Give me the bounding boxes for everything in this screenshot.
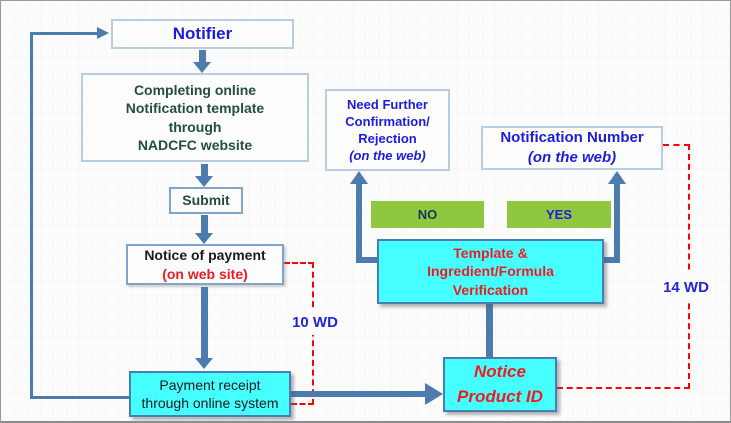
completing-template-box: Completing online Notification template … bbox=[81, 73, 309, 162]
notice-of-payment-note: (on web site) bbox=[162, 265, 248, 282]
dashed-14wd-bottom bbox=[557, 387, 690, 389]
loop-line-vertical bbox=[30, 32, 33, 399]
verification-line-2: Ingredient/Formula bbox=[427, 263, 554, 280]
verification-to-product-id-line bbox=[486, 303, 493, 358]
payment-receipt-box: Payment receipt through online system bbox=[129, 371, 291, 417]
notifier-label: Notifier bbox=[172, 23, 233, 43]
dashed-10wd-bottom bbox=[291, 403, 314, 405]
arrow-notifier-to-completing-shaft bbox=[199, 50, 206, 63]
dashed-14wd-top bbox=[663, 144, 690, 146]
notice-of-payment-title: Notice of payment bbox=[144, 247, 266, 264]
notification-number-box: Notification Number (on the web) bbox=[481, 126, 663, 170]
arrow-payment-to-receipt-shaft bbox=[201, 287, 208, 359]
verification-line-3: Verification bbox=[452, 281, 529, 298]
arrow-submit-to-payment-shaft bbox=[201, 215, 208, 234]
verification-line-1: Template & bbox=[453, 244, 528, 261]
notice-product-id-box: Notice Product ID bbox=[443, 357, 557, 412]
arrow-to-need-further-head-icon bbox=[350, 171, 368, 184]
need-further-line-3: Rejection bbox=[358, 131, 417, 146]
notice-product-id-line-2: Product ID bbox=[457, 386, 543, 406]
need-further-line-1: Need Further bbox=[347, 96, 428, 112]
payment-receipt-line-2: through online system bbox=[141, 395, 279, 411]
notification-number-title: Notification Number bbox=[500, 129, 644, 147]
dashed-10wd-top bbox=[284, 262, 314, 264]
arrow-to-need-further-shaft bbox=[356, 183, 362, 263]
payment-receipt-line-1: Payment receipt bbox=[159, 376, 261, 393]
arrow-completing-to-submit-head-icon bbox=[195, 176, 213, 187]
duration-10wd-text: 10 WD bbox=[292, 313, 338, 331]
submit-label: Submit bbox=[182, 192, 230, 209]
loop-line-bottom bbox=[30, 396, 129, 399]
decision-no-label: NO bbox=[417, 206, 438, 222]
arrow-payment-to-receipt-head-icon bbox=[195, 358, 213, 369]
notice-of-payment-box: Notice of payment (on web site) bbox=[126, 244, 284, 285]
arrow-receipt-to-product-id-head-icon bbox=[425, 383, 443, 405]
duration-14wd-label: 14 WD bbox=[657, 273, 715, 301]
verification-box: Template & Ingredient/Formula Verificati… bbox=[377, 239, 604, 304]
duration-10wd-label: 10 WD bbox=[287, 309, 343, 335]
notice-product-id-line-1: Notice bbox=[474, 361, 526, 381]
verification-right-stub bbox=[602, 257, 620, 263]
arrow-to-notification-number-shaft bbox=[614, 183, 620, 263]
completing-line-4: NADCFC website bbox=[137, 136, 253, 153]
verification-left-stub bbox=[356, 257, 379, 263]
dashed-14wd-vertical bbox=[688, 144, 690, 389]
completing-line-1: Completing online bbox=[133, 81, 257, 98]
need-further-box: Need Further Confirmation/ Rejection (on… bbox=[325, 89, 450, 171]
arrow-into-notifier-icon bbox=[97, 27, 109, 39]
arrow-completing-to-submit-shaft bbox=[201, 164, 208, 177]
loop-line-top bbox=[30, 32, 98, 35]
decision-no-box: NO bbox=[371, 201, 484, 228]
arrow-submit-to-payment-head-icon bbox=[195, 233, 213, 244]
decision-yes-label: YES bbox=[545, 206, 572, 222]
arrow-to-notification-number-head-icon bbox=[608, 171, 626, 184]
arrow-receipt-to-product-id-shaft bbox=[290, 391, 427, 397]
arrow-notifier-to-completing-head-icon bbox=[193, 62, 211, 73]
need-further-line-2: Confirmation/ bbox=[345, 113, 430, 129]
need-further-note: (on the web) bbox=[349, 148, 426, 164]
submit-box: Submit bbox=[169, 187, 243, 214]
completing-line-2: Notification template bbox=[125, 100, 265, 117]
decision-yes-box: YES bbox=[507, 201, 611, 228]
duration-14wd-text: 14 WD bbox=[663, 278, 709, 296]
completing-line-3: through bbox=[168, 118, 222, 135]
notification-number-note: (on the web) bbox=[527, 149, 617, 166]
notifier-box: Notifier bbox=[111, 19, 294, 49]
